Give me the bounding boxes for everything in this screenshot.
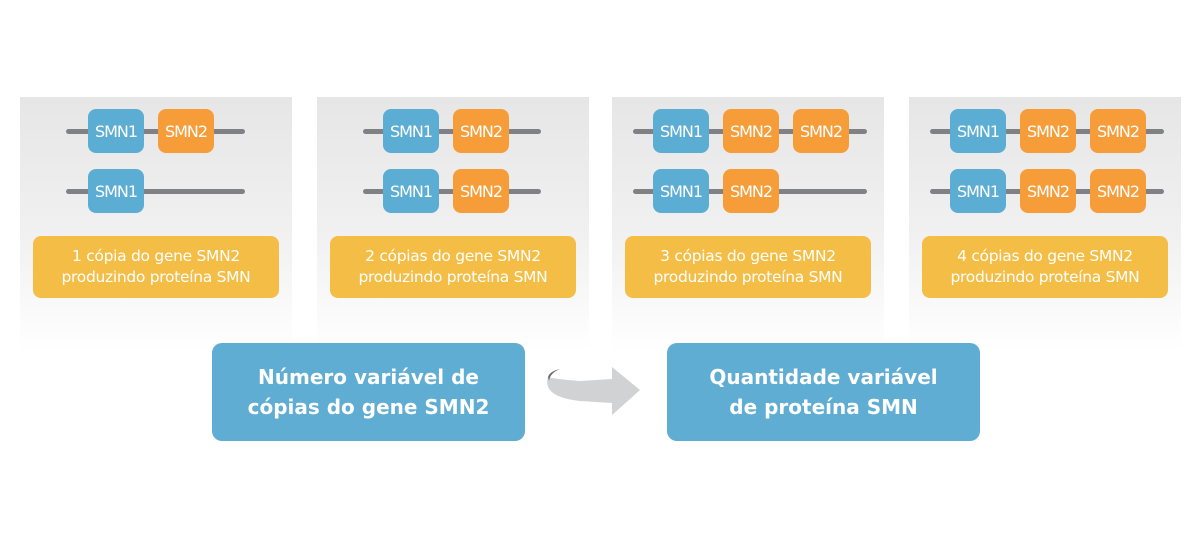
copy-label: 3 cópias do gene SMN2 produzindo proteína… — [625, 236, 871, 298]
box-line: cópias do gene SMN2 — [247, 395, 490, 419]
variable-copy-number-box: Número variável de cópias do gene SMN2 — [212, 343, 525, 441]
copy-label-line: produzindo proteína SMN — [61, 268, 251, 286]
copy-label-line: 4 cópias do gene SMN2 — [957, 247, 1133, 265]
copy-label: 1 cópia do gene SMN2 produzindo proteína … — [33, 236, 279, 298]
copy-label-line: produzindo proteína SMN — [358, 268, 548, 286]
box-line: Quantidade variável — [709, 365, 938, 389]
variable-protein-amount-box: Quantidade variável de proteína SMN — [667, 343, 980, 441]
gene-smn1: SMN1 — [383, 109, 439, 153]
chromosome-row: SMN1 SMN2 SMN2 — [930, 169, 1164, 213]
gene-smn2: SMN2 — [158, 109, 214, 153]
chromosome-row: SMN1 SMN2 — [363, 169, 541, 213]
gene-smn2: SMN2 — [1020, 169, 1076, 213]
box-line: de proteína SMN — [729, 395, 918, 419]
curved-arrow-icon — [547, 367, 640, 415]
chromosome-line — [66, 129, 245, 134]
copy-label-line: 3 cópias do gene SMN2 — [660, 247, 836, 265]
copy-label: 2 cópias do gene SMN2 produzindo proteína… — [330, 236, 576, 298]
gene-smn2: SMN2 — [1020, 109, 1076, 153]
gene-smn2: SMN2 — [453, 169, 509, 213]
chromosome-row: SMN1 SMN2 — [363, 109, 541, 153]
gene-smn1: SMN1 — [653, 109, 709, 153]
gene-smn1: SMN1 — [653, 169, 709, 213]
gene-smn1: SMN1 — [950, 109, 1006, 153]
chromosome-row: SMN1 SMN2 — [66, 109, 245, 153]
copy-label-line: produzindo proteína SMN — [653, 268, 843, 286]
chromosome-line — [363, 189, 541, 194]
copy-label: 4 cópias do gene SMN2 produzindo proteína… — [922, 236, 1168, 298]
chromosome-line — [66, 189, 245, 194]
copy-label-line: 2 cópias do gene SMN2 — [365, 247, 541, 265]
gene-smn1: SMN1 — [383, 169, 439, 213]
chromosome-row: SMN1 SMN2 — [633, 169, 867, 213]
chromosome-row: SMN1 SMN2 SMN2 — [930, 109, 1164, 153]
gene-smn1: SMN1 — [950, 169, 1006, 213]
gene-smn1: SMN1 — [88, 169, 144, 213]
box-line: Número variável de — [258, 365, 479, 389]
gene-smn2: SMN2 — [1090, 109, 1146, 153]
gene-smn2: SMN2 — [723, 109, 779, 153]
chromosome-line — [363, 129, 541, 134]
chromosome-row: SMN1 SMN2 SMN2 — [633, 109, 867, 153]
gene-smn2: SMN2 — [723, 169, 779, 213]
gene-smn2: SMN2 — [453, 109, 509, 153]
gene-smn1: SMN1 — [88, 109, 144, 153]
gene-smn2: SMN2 — [793, 109, 849, 153]
gene-smn2: SMN2 — [1090, 169, 1146, 213]
copy-label-line: produzindo proteína SMN — [950, 268, 1140, 286]
copy-label-line: 1 cópia do gene SMN2 — [72, 247, 240, 265]
chromosome-row: SMN1 — [66, 169, 245, 213]
